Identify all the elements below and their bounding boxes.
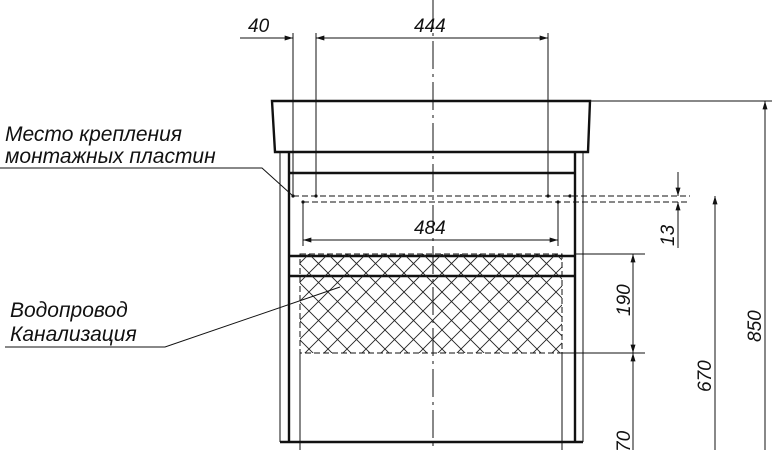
cabinet-outline	[279, 152, 584, 450]
plumbing-label-line1: Водопровод	[10, 299, 128, 322]
hatch-line	[304, 254, 405, 353]
hatch-line	[422, 254, 523, 353]
plumbing-label-line2: Канализация	[10, 323, 137, 346]
hatch-line	[575, 254, 695, 374]
hatch-line	[119, 254, 239, 374]
hatch-line	[550, 254, 670, 374]
hatch-line	[300, 320, 333, 353]
hatch-line	[176, 254, 296, 374]
hatch-line	[342, 254, 443, 353]
basin-outline	[270, 99, 592, 154]
dim-40: 40	[248, 16, 270, 37]
hatch-line	[475, 266, 562, 353]
hatch-line	[536, 254, 562, 280]
hatch-line	[365, 254, 466, 353]
hatch-line	[323, 254, 424, 353]
hatch-line	[403, 254, 504, 353]
plumbing-leader	[5, 286, 341, 348]
hatch-line	[300, 254, 386, 340]
hatch-line	[327, 254, 428, 353]
hatch-line	[494, 285, 562, 353]
hatch-line	[479, 254, 562, 337]
mounting-label-line2: монтажных пластин	[5, 145, 216, 168]
hatch-line	[138, 254, 258, 374]
dim-13: 13	[658, 224, 679, 246]
hatch-line	[384, 254, 485, 353]
hatch-line	[361, 254, 462, 353]
dim-670: 670	[695, 360, 716, 392]
hatch-line	[157, 254, 277, 374]
hatch-line	[300, 263, 390, 353]
hatch-line	[151, 254, 271, 374]
hatch-line	[460, 254, 561, 353]
dimension-top	[240, 33, 549, 196]
hatch-line	[670, 254, 783, 374]
hatch-line	[399, 254, 500, 353]
hatch-line	[300, 254, 348, 302]
mounting-leader	[0, 167, 294, 197]
hatch-line	[346, 254, 447, 353]
hatch-line	[456, 254, 557, 353]
hatch-line	[300, 282, 371, 353]
hatch-line	[132, 254, 252, 374]
hatch-line	[498, 254, 562, 318]
hatch-line	[594, 254, 714, 374]
hatch-line	[418, 254, 519, 353]
hatch-line	[300, 254, 329, 283]
hatch-line	[441, 254, 542, 353]
mounting-label-line1: Место крепления	[5, 123, 182, 146]
plumbing-zone	[113, 253, 783, 374]
dim-444: 444	[414, 16, 446, 37]
dim-484: 484	[414, 218, 446, 239]
hatch-line	[517, 254, 562, 299]
hatch-line	[113, 254, 233, 374]
hatch-line	[195, 254, 315, 374]
dim-70: 70	[614, 430, 635, 450]
hatch-line	[689, 254, 783, 374]
hatch-line	[300, 339, 314, 353]
hatch-line	[380, 254, 481, 353]
dim-190: 190	[614, 284, 635, 316]
hatch-line	[437, 254, 538, 353]
hatch-line	[300, 301, 352, 353]
hatch-line	[170, 254, 290, 374]
hatch-line	[513, 304, 562, 353]
hatch-line	[308, 254, 409, 353]
hatch-line	[300, 254, 367, 321]
dim-850: 850	[745, 310, 766, 342]
hatch-line	[300, 254, 310, 264]
hatch-line	[632, 254, 752, 374]
